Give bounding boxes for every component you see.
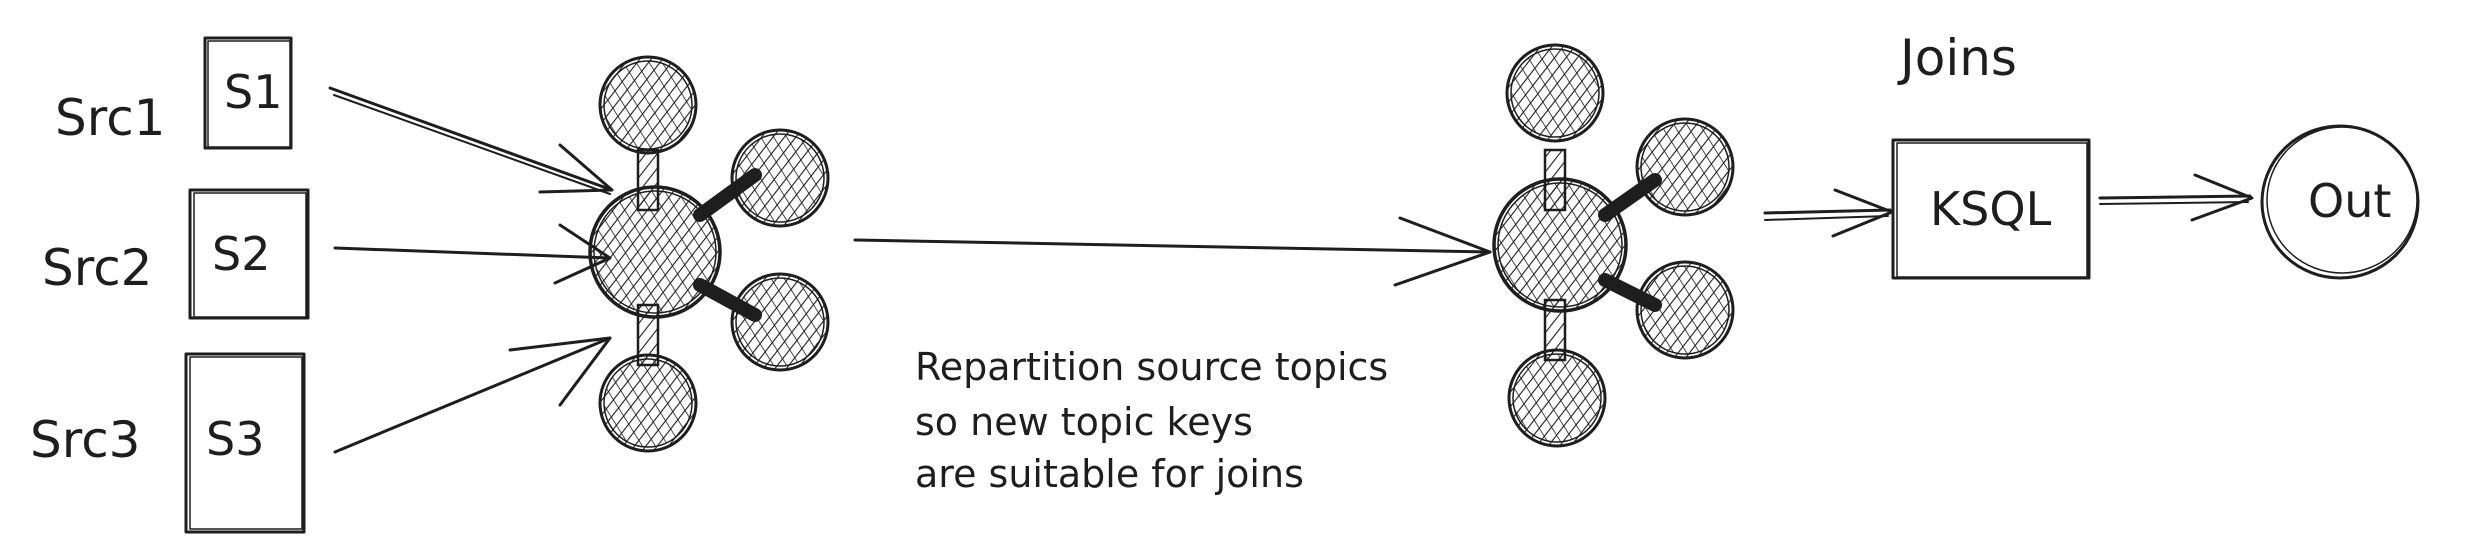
arrow-repartition [853, 216, 1492, 287]
output-node: Out [2260, 124, 2420, 280]
output-label: Out [2308, 174, 2391, 228]
ksql-label: KSQL [1930, 182, 2052, 236]
arrow-s1-to-topics [328, 86, 614, 195]
arrow-s2-to-topics [333, 223, 612, 285]
repartition-note-line-2: so new topic keys [915, 400, 1253, 444]
source-topics-cluster [588, 55, 830, 453]
source-label-3: Src3 [30, 411, 141, 469]
source-label-1: Src1 [55, 89, 166, 147]
ksql-box: KSQL [1891, 138, 2091, 280]
source-label-2: Src2 [42, 239, 153, 297]
stream-box-s2: S2 [188, 188, 310, 320]
arrow-ksql-to-out [2098, 173, 2254, 222]
repartition-note-line-1: Repartition source topics [915, 345, 1388, 389]
repartition-note-line-3: are suitable for joins [915, 452, 1304, 496]
stream-box-s1: S1 [203, 36, 293, 150]
arrow-s3-to-topics [333, 336, 612, 454]
stream-box-s3: S3 [184, 352, 306, 534]
repartitioned-topics-cluster [1492, 43, 1735, 448]
arrow-topics-to-ksql [1763, 188, 1894, 238]
stream-label-s2: S2 [212, 227, 270, 281]
stream-label-s3: S3 [206, 412, 264, 466]
stream-label-s1: S1 [224, 65, 282, 119]
joins-label: Joins [1897, 29, 2017, 87]
